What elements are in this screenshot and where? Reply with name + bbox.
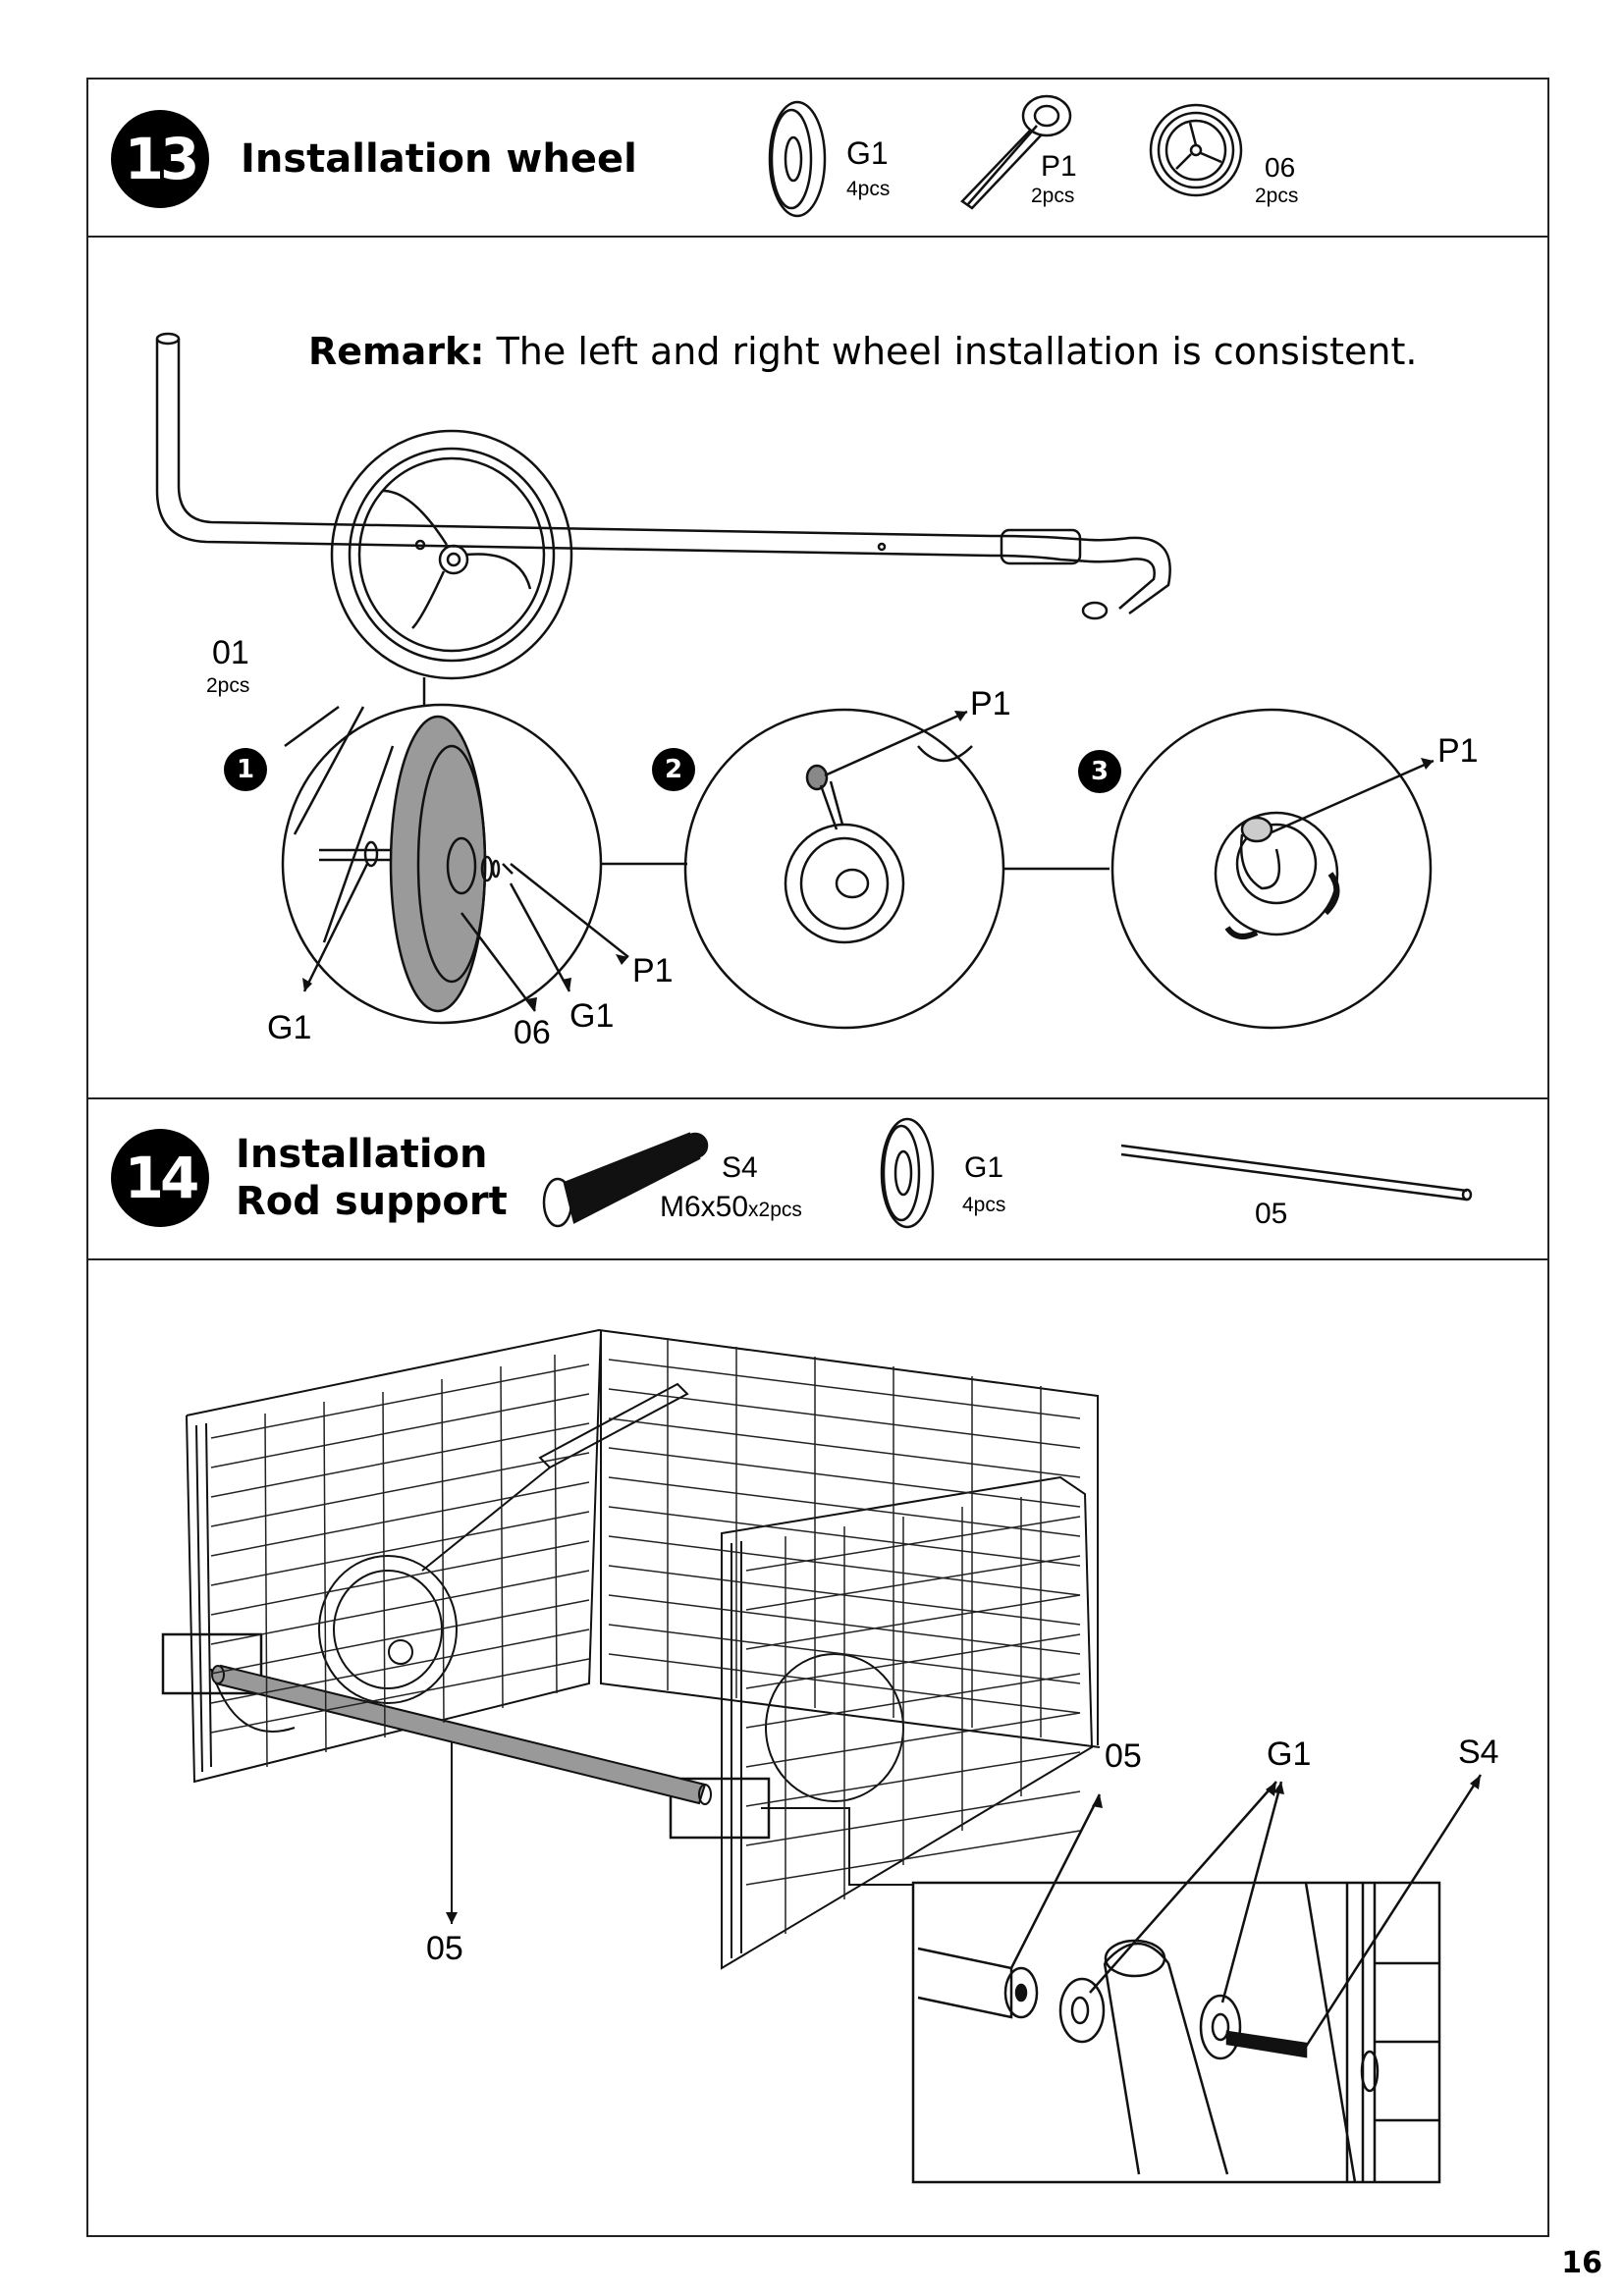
g1-washer-icon [768,100,827,218]
callout-rod-05: 05 [426,1930,463,1967]
wheel-06-icon [1149,103,1243,197]
divider-step13-header [86,236,1549,238]
substep-3-badge: 3 [1078,750,1121,793]
cage-assembly-drawing [161,1328,1101,1970]
part-g1-qty: 4pcs [846,178,891,200]
part-g1-code-14: G1 [964,1151,1004,1184]
part-g1-qty-14: 4pcs [962,1194,1006,1216]
callout-p1-detail2: P1 [970,685,1011,722]
step14-title-line1: Installation [236,1132,488,1177]
divider-step14-top [86,1097,1549,1099]
callout-p1-detail1: P1 [632,952,674,989]
part-g1-code: G1 [846,135,889,171]
frame-01-code: 01 [212,634,249,671]
part-p1-qty: 2pcs [1031,185,1075,207]
frame-01-drawing [155,332,1171,620]
step13-number-badge: 13 [111,110,209,208]
step13-title: Installation wheel [241,136,637,182]
part-06-qty: 2pcs [1255,185,1299,207]
callout-p1-detail3: P1 [1437,732,1479,770]
callout-s4-detail: S4 [1458,1734,1499,1771]
wheel-assembly-drawing [330,429,573,680]
part-s4-code: S4 [722,1151,758,1184]
part-s4-size-text: M6x50 [660,1191,749,1223]
zoom-detail-box [911,1881,1441,2184]
p1-pin-icon [960,94,1072,210]
detail-circle-1 [281,703,687,1025]
part-06-code: 06 [1265,152,1296,183]
remark-text: The left and right wheel installation is… [496,330,1418,373]
step14-title-line2: Rod support [236,1179,508,1224]
callout-g1-detail: G1 [1267,1735,1312,1773]
callout-g1-left: G1 [267,1009,312,1046]
frame-01-qty: 2pcs [206,674,250,697]
step14-number-badge: 14 [111,1129,209,1227]
part-s4-qty: x2pcs [748,1199,802,1221]
substep-2-badge: 2 [652,748,695,791]
remark-note: Remark: The left and right wheel install… [308,330,1418,373]
substep-1-badge: 1 [224,748,267,791]
part-s4-size: M6x50x2pcs [660,1193,802,1222]
callout-wheel-06: 06 [514,1014,551,1051]
detail-circle-3 [1110,708,1435,1030]
detail-circle-2 [683,708,1110,1030]
rod-05-icon [1120,1144,1473,1201]
callout-rod-05-detail: 05 [1105,1737,1142,1775]
part-p1-code: P1 [1041,150,1077,183]
part-05-code: 05 [1255,1198,1288,1230]
callout-g1-right: G1 [569,997,615,1035]
divider-step14-header [86,1258,1549,1260]
cage-grid-bars [210,1338,1081,1934]
page-number: 16 [1561,2246,1602,2280]
g1-washer-icon-14 [880,1117,935,1229]
screw-s4-icon [542,1132,709,1228]
page-frame [86,78,1549,2237]
remark-label: Remark: [308,330,485,373]
